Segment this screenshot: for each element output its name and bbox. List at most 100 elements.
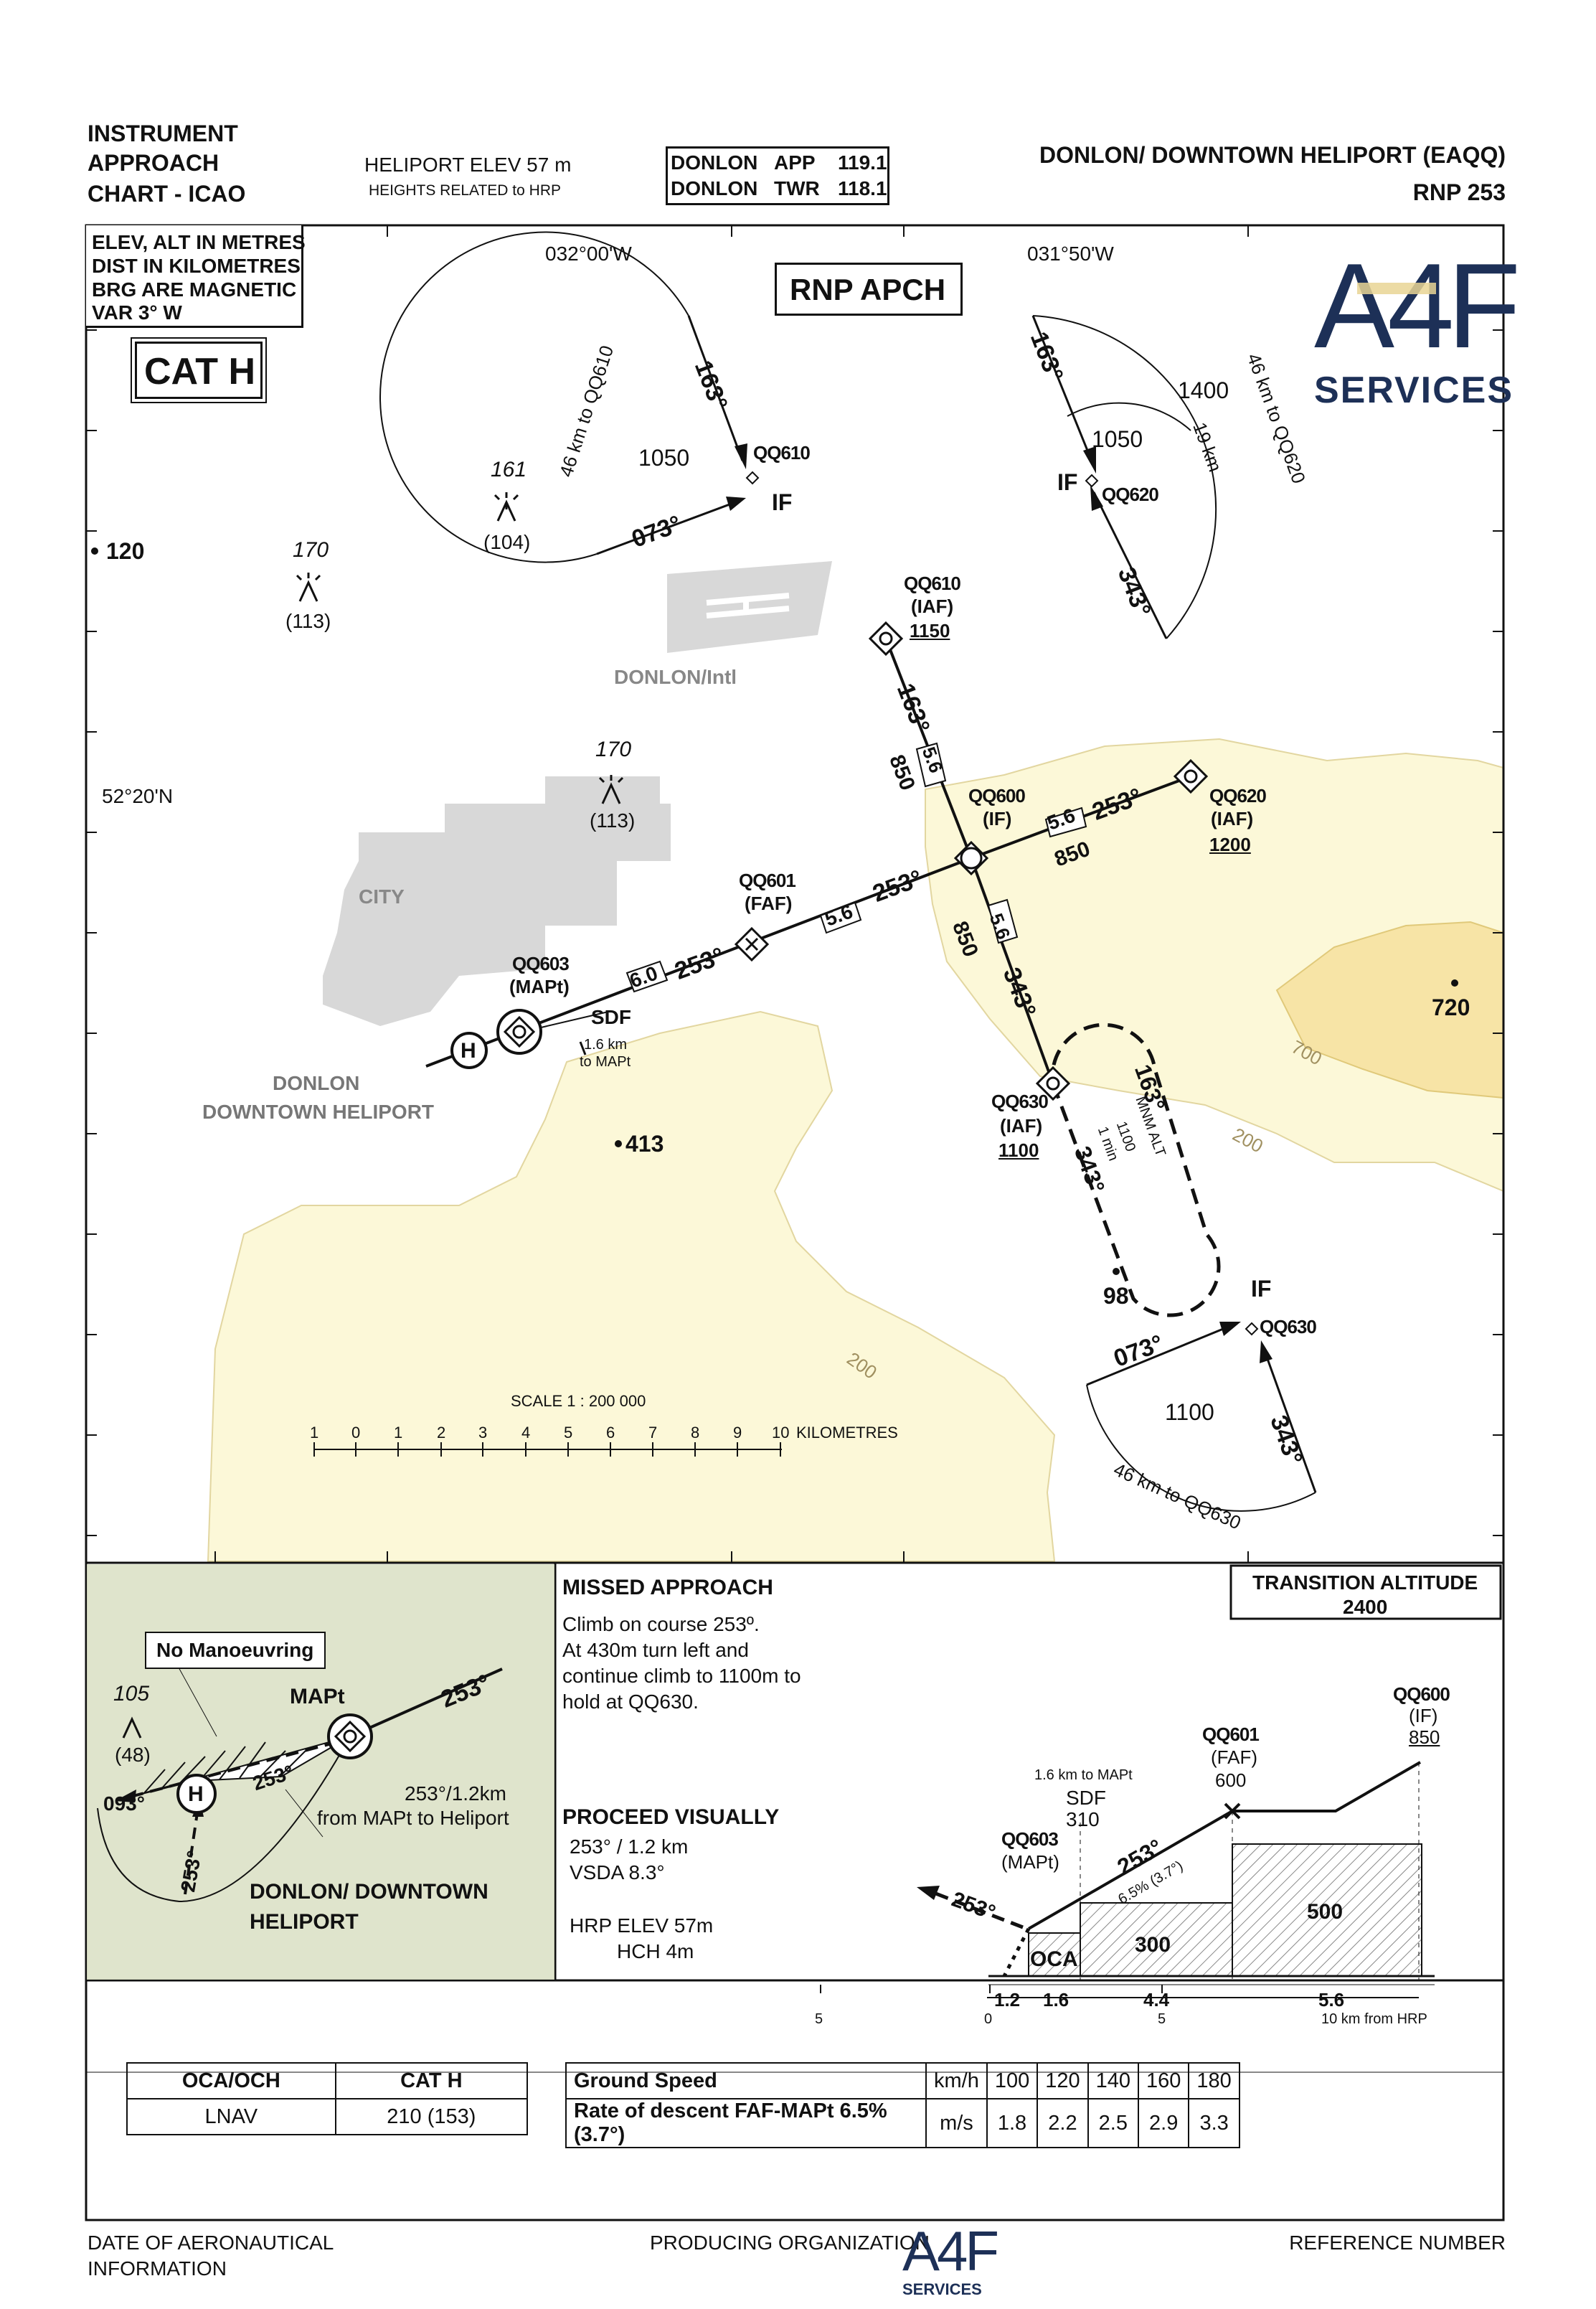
rate-descent-unit: m/s bbox=[925, 2098, 988, 2148]
obstacle-height-113-city: (113) bbox=[590, 809, 636, 832]
taa630-alt: 1100 bbox=[1165, 1399, 1214, 1425]
qq630-name: QQ630 bbox=[991, 1091, 1049, 1112]
frequency-box: DONLON APP 119.1 DONLON TWR 118.1 bbox=[666, 146, 889, 205]
spot-elevation-720: 720 bbox=[1432, 994, 1470, 1020]
rate-gs-140: 140 bbox=[1087, 2062, 1140, 2099]
qq600-name: QQ600 bbox=[968, 785, 1026, 806]
waypoint-qq601-symbol bbox=[734, 926, 770, 962]
hch: HCH 4m bbox=[617, 1940, 694, 1962]
procedure-name: RNP 253 bbox=[1412, 179, 1506, 205]
missed-line4: hold at QQ630. bbox=[562, 1690, 699, 1713]
terrain-200-area bbox=[925, 738, 1504, 1193]
approach-type: RNP APCH bbox=[790, 273, 946, 306]
obstacle-symbol-170-west bbox=[296, 573, 321, 602]
heights-note: HEIGHTS RELATED to HRP bbox=[369, 182, 561, 199]
profile-qq603-role: (MAPt) bbox=[1001, 1851, 1059, 1873]
profile-sdf-label: SDF bbox=[1066, 1787, 1106, 1809]
taa-fix-symbol-qq620 bbox=[1085, 474, 1099, 488]
taa-qq630-arc bbox=[1086, 1384, 1316, 1512]
qq603-role: (MAPt) bbox=[509, 976, 570, 997]
missed-title: MISSED APPROACH bbox=[562, 1576, 773, 1599]
scale-unit: KILOMETRES bbox=[796, 1424, 898, 1442]
scale-tick-3: 3 bbox=[478, 1424, 488, 1442]
transition-altitude-box bbox=[1229, 1564, 1502, 1620]
footer-logo-sub: SERVICES bbox=[902, 2280, 982, 2298]
city-area bbox=[323, 776, 671, 1026]
intl-airport-label: DONLON/Intl bbox=[614, 666, 737, 688]
terrain-200-area-south bbox=[207, 1010, 1056, 1562]
spot-elevation-413: 413 bbox=[625, 1131, 664, 1157]
chart-title-line1: INSTRUMENT bbox=[88, 121, 238, 146]
sdf-dist: 1.6 km bbox=[584, 1037, 628, 1053]
inset-obstacle-symbol bbox=[122, 1716, 142, 1739]
taa620-if: IF bbox=[1057, 469, 1078, 495]
inset-brg-turn: 093° bbox=[103, 1792, 145, 1815]
qq610-alt: 1150 bbox=[910, 620, 950, 641]
taa620-fix: QQ620 bbox=[1102, 484, 1159, 505]
footer-date-line2: INFORMATION bbox=[88, 2257, 227, 2280]
longitude-label-west: 032°00'W bbox=[545, 243, 632, 265]
profile-view bbox=[820, 1761, 1435, 1998]
units-box: ELEV, ALT IN METRES DIST IN KILOMETRES B… bbox=[86, 225, 306, 328]
taa610-if: IF bbox=[772, 489, 793, 515]
scale-tick-1: 1 bbox=[394, 1424, 403, 1442]
profile-qq600-role: (IF) bbox=[1409, 1705, 1438, 1726]
aerodrome-name: DONLON/ DOWNTOWN HELIPORT (EAQQ) bbox=[1039, 142, 1506, 168]
chart-title-line2: APPROACH bbox=[88, 150, 219, 176]
rate-descent-label: Rate of descent FAF-MAPt 6.5% (3.7°) bbox=[565, 2098, 927, 2148]
brand-logo: A4F SERVICES bbox=[1314, 245, 1521, 412]
missed-line3: continue climb to 1100m to bbox=[562, 1665, 801, 1687]
proceed-line1: 253° / 1.2 km bbox=[570, 1835, 689, 1858]
rate-gs-120: 120 bbox=[1037, 2062, 1089, 2099]
missed-line1: Climb on course 253º. bbox=[562, 1613, 760, 1635]
rate-gs-160: 160 bbox=[1138, 2062, 1190, 2099]
hrp-elevation: HRP ELEV 57m bbox=[570, 1914, 714, 1937]
qq610-name: QQ610 bbox=[904, 573, 961, 594]
units-line4: VAR 3° W bbox=[92, 301, 182, 324]
inset-mapt-label: MAPt bbox=[290, 1685, 345, 1708]
spot-elevation-98: 98 bbox=[1103, 1283, 1129, 1309]
obstacle-elev-170-west: 170 bbox=[293, 538, 329, 562]
obstacle-elev-170-city: 170 bbox=[595, 738, 632, 761]
no-manoeuvring-box: No Manoeuvring bbox=[145, 1632, 326, 1669]
no-manoeuvring-label: No Manoeuvring bbox=[156, 1639, 314, 1661]
footer-reference-number: REFERENCE NUMBER bbox=[1289, 2232, 1506, 2254]
rate-gs-100: 100 bbox=[986, 2062, 1039, 2099]
profile-block-500: 500 bbox=[1307, 1900, 1344, 1924]
taa620-alt-inner: 1050 bbox=[1092, 426, 1143, 452]
taa-fix-symbol-qq630 bbox=[1245, 1322, 1259, 1336]
footer-producing-org: PRODUCING ORGANIZATION bbox=[650, 2232, 930, 2254]
chart-title-line3: CHART - ICAO bbox=[88, 181, 246, 207]
transition-title: TRANSITION ALTITUDE bbox=[1252, 1571, 1478, 1594]
brand-logo-accent bbox=[1357, 283, 1436, 294]
rate-rod-5: 3.3 bbox=[1188, 2098, 1240, 2148]
qq601-role: (FAF) bbox=[745, 893, 793, 914]
scale-tick-6: 6 bbox=[606, 1424, 615, 1442]
scale-tick-1a: 1 bbox=[310, 1424, 319, 1442]
profile-dist-1-2: 1.2 bbox=[994, 1989, 1021, 2011]
rate-rod-1: 1.8 bbox=[986, 2098, 1039, 2148]
profile-block-300: 300 bbox=[1135, 1933, 1171, 1957]
obstacle-height-104: (104) bbox=[483, 531, 531, 553]
qq600-role: (IF) bbox=[983, 808, 1012, 829]
proceed-line2: VSDA 8.3° bbox=[570, 1861, 665, 1884]
scale-tick-4: 4 bbox=[521, 1424, 531, 1442]
freq-service-1: APP bbox=[774, 151, 816, 174]
inset-mapt-symbol bbox=[327, 1713, 373, 1759]
scale-tick-8: 8 bbox=[691, 1424, 700, 1442]
freq-station-2: DONLON bbox=[671, 177, 758, 199]
qq620-alt: 1200 bbox=[1209, 834, 1251, 855]
brand-logo-mark: A4F bbox=[1314, 238, 1521, 373]
profile-qq600-alt: 850 bbox=[1409, 1726, 1440, 1748]
taa630-fix: QQ630 bbox=[1260, 1316, 1317, 1337]
category-box: CAT H bbox=[131, 337, 267, 403]
spot-elevation-120: 120 bbox=[106, 538, 145, 564]
inset-heliport-symbol bbox=[176, 1774, 217, 1814]
waypoint-qq630-symbol bbox=[1035, 1066, 1071, 1101]
waypoint-qq600-symbol bbox=[953, 840, 989, 876]
rate-gs-180: 180 bbox=[1188, 2062, 1240, 2099]
sdf-dist-note: to MAPt bbox=[580, 1054, 631, 1070]
sdf-label: SDF bbox=[591, 1006, 631, 1028]
intl-airport-area bbox=[667, 561, 832, 653]
profile-axis-5: 5 bbox=[1158, 2011, 1166, 2027]
